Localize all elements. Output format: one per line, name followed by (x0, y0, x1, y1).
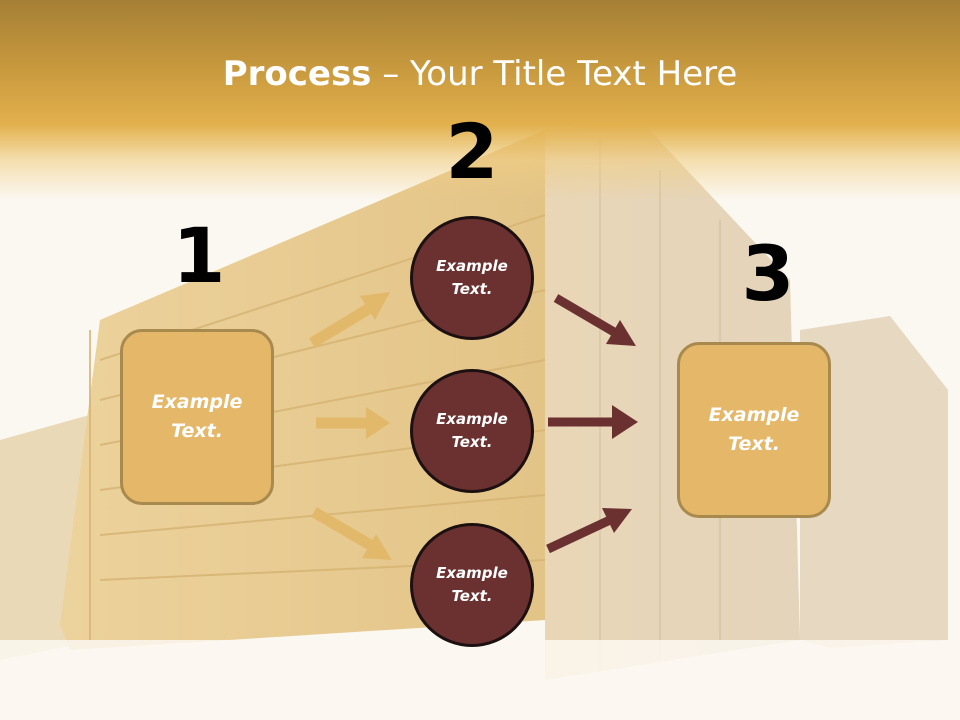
box-right-label: Example Text. (708, 404, 800, 455)
box-left-label: Example Text. (151, 391, 243, 442)
circle-bottom: Example Text. (410, 523, 534, 647)
crate-right (800, 316, 948, 648)
crate-main-side (545, 120, 800, 680)
title-rest: – Your Title Text Here (371, 54, 738, 94)
circle-top-label: Example Text. (436, 257, 508, 298)
circle-bottom-label: Example Text. (436, 564, 508, 605)
arrow-gold-up (309, 292, 390, 348)
circle-middle-label: Example Text. (436, 410, 508, 451)
arrow-maroon-down (553, 294, 636, 346)
step-number-3: 3 (741, 229, 795, 318)
box-left: Example Text. (120, 329, 274, 505)
header-band (0, 0, 960, 200)
arrow-maroon-up (546, 508, 632, 554)
slide-title: Process – Your Title Text Here (0, 52, 960, 96)
circle-middle: Example Text. (410, 369, 534, 493)
arrow-gold-right (316, 407, 390, 439)
circle-top: Example Text. (410, 216, 534, 340)
arrow-gold-down (311, 507, 392, 560)
title-bold: Process (222, 54, 372, 94)
step-number-1: 1 (172, 211, 226, 300)
step-number-2: 2 (445, 107, 499, 196)
box-right: Example Text. (677, 342, 831, 518)
arrow-maroon-right (548, 405, 638, 439)
